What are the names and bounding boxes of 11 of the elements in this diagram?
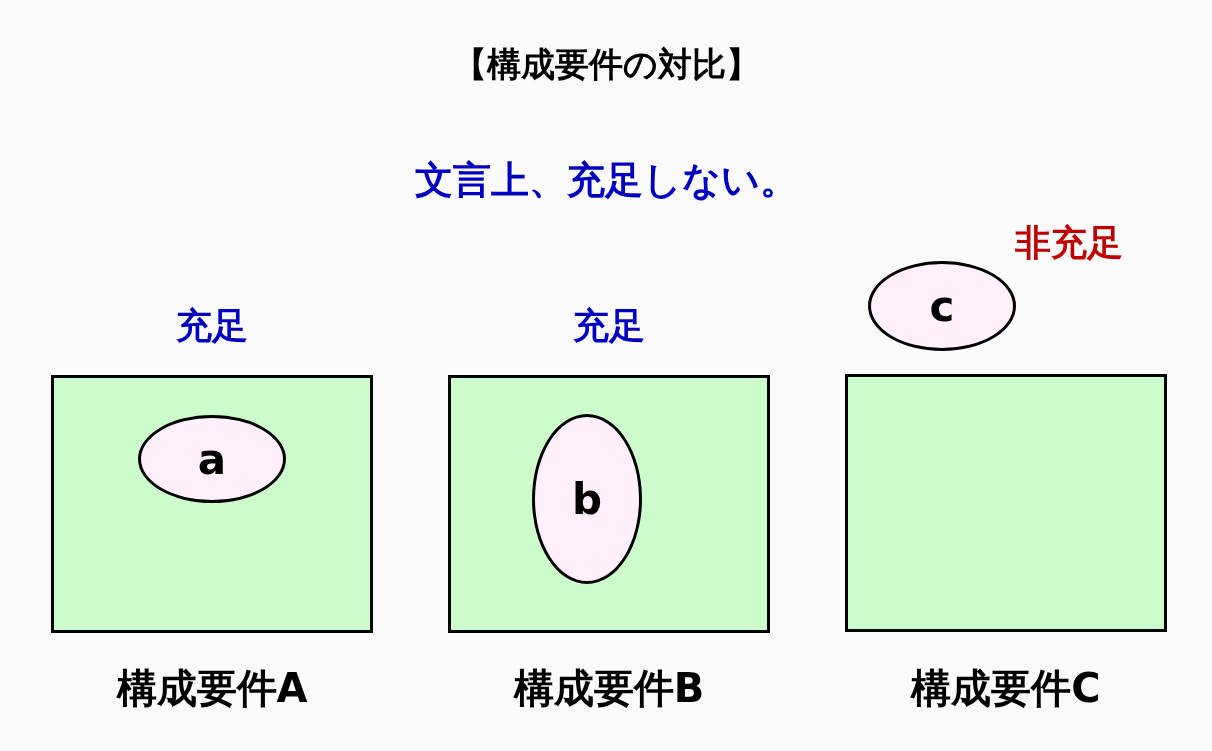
diagram-title: 【構成要件の対比】 bbox=[451, 43, 761, 86]
note-text: 文言上、充足しない。 bbox=[413, 157, 799, 204]
status-label: 非充足 bbox=[1015, 221, 1123, 265]
element-ellipse: b bbox=[532, 414, 642, 584]
status-label: 充足 bbox=[573, 304, 645, 348]
status-label: 充足 bbox=[176, 304, 248, 348]
element-ellipse: c bbox=[868, 261, 1016, 351]
box-caption: 構成要件B bbox=[513, 664, 705, 713]
box-caption: 構成要件A bbox=[116, 664, 308, 713]
element-ellipse: a bbox=[138, 415, 286, 503]
box-caption: 構成要件C bbox=[911, 664, 1101, 713]
